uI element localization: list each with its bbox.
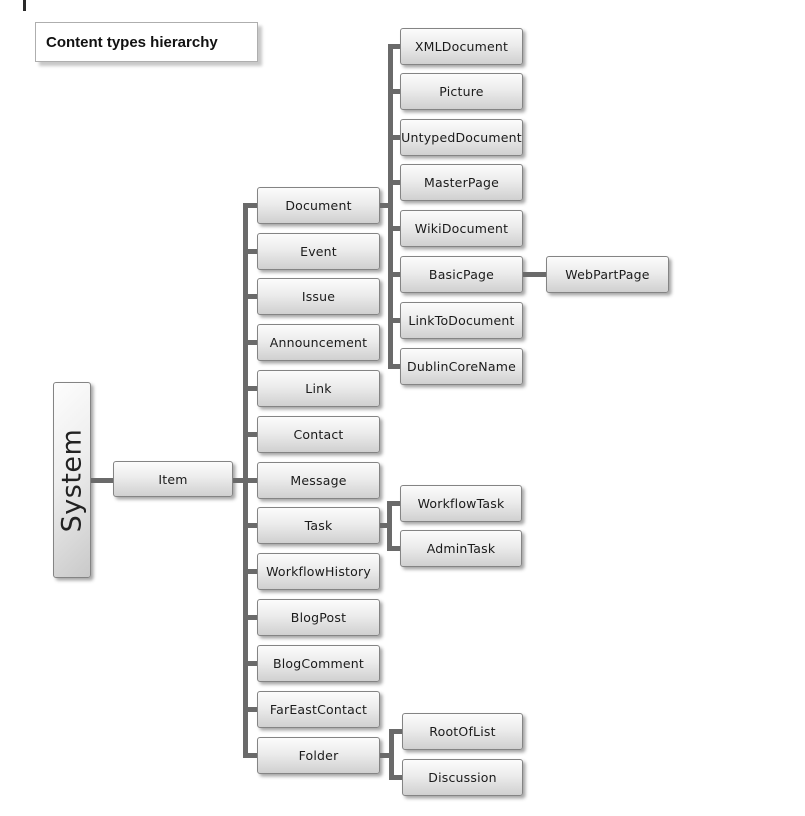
tick-blogcomment: [246, 661, 257, 666]
tick-untypeddocument: [390, 135, 400, 140]
trunk-task-children: [387, 501, 392, 551]
node-admintask: AdminTask: [400, 530, 522, 567]
trunk-item-children: [243, 203, 248, 758]
diagram-title: Content types hierarchy: [35, 22, 258, 62]
node-message: Message: [257, 462, 380, 499]
connector-task-trunk: [380, 523, 392, 528]
node-blogcomment: BlogComment: [257, 645, 380, 682]
node-system-label: System: [56, 428, 88, 532]
node-workflowhistory: WorkflowHistory: [257, 553, 380, 590]
tick-xmldocument: [390, 44, 400, 49]
node-picture: Picture: [400, 73, 523, 110]
tick-linktodocument: [390, 318, 400, 323]
connector-item-trunk: [233, 478, 246, 483]
node-workflowtask: WorkflowTask: [400, 485, 522, 522]
tick-event: [246, 249, 257, 254]
tick-contact: [246, 432, 257, 437]
node-contact: Contact: [257, 416, 380, 453]
tick-document: [246, 203, 257, 208]
node-basicpage: BasicPage: [400, 256, 523, 293]
node-system: System: [53, 382, 91, 578]
node-untypeddocument: UntypedDocument: [400, 119, 523, 156]
node-dublincorename: DublinCoreName: [400, 348, 523, 385]
node-link: Link: [257, 370, 380, 407]
tick-announcement: [246, 340, 257, 345]
tick-picture: [390, 89, 400, 94]
node-document: Document: [257, 187, 380, 224]
stray-mark: [23, 0, 26, 11]
node-webpartpage: WebPartPage: [546, 256, 669, 293]
tick-rootoflist: [391, 729, 402, 734]
trunk-folder-children: [389, 729, 394, 780]
tick-admintask: [389, 546, 400, 551]
node-masterpage: MasterPage: [400, 164, 523, 201]
node-event: Event: [257, 233, 380, 270]
node-fareastcontact: FarEastContact: [257, 691, 380, 728]
node-wikidocument: WikiDocument: [400, 210, 523, 247]
connector-basicpage-webpartpage: [523, 272, 546, 277]
tick-fareastcontact: [246, 707, 257, 712]
node-item: Item: [113, 461, 233, 497]
tick-discussion: [391, 775, 402, 780]
node-folder: Folder: [257, 737, 380, 774]
tick-link: [246, 386, 257, 391]
tick-message: [246, 478, 257, 483]
tick-workflowtask: [389, 501, 400, 506]
node-linktodocument: LinkToDocument: [400, 302, 523, 339]
tick-wikidocument: [390, 226, 400, 231]
tick-issue: [246, 294, 257, 299]
tick-task: [246, 523, 257, 528]
tick-workflowhistory: [246, 569, 257, 574]
node-xmldocument: XMLDocument: [400, 28, 523, 65]
node-announcement: Announcement: [257, 324, 380, 361]
connector-folder-trunk: [380, 753, 394, 758]
connector-document-trunk: [380, 203, 393, 208]
tick-blogpost: [246, 615, 257, 620]
node-discussion: Discussion: [402, 759, 523, 796]
node-blogpost: BlogPost: [257, 599, 380, 636]
tick-basicpage: [390, 272, 400, 277]
node-task: Task: [257, 507, 380, 544]
tick-masterpage: [390, 180, 400, 185]
node-rootoflist: RootOfList: [402, 713, 523, 750]
tick-folder: [246, 753, 257, 758]
connector-system-item: [91, 478, 113, 483]
trunk-document-children: [388, 44, 393, 369]
tick-dublincorename: [390, 364, 400, 369]
node-issue: Issue: [257, 278, 380, 315]
